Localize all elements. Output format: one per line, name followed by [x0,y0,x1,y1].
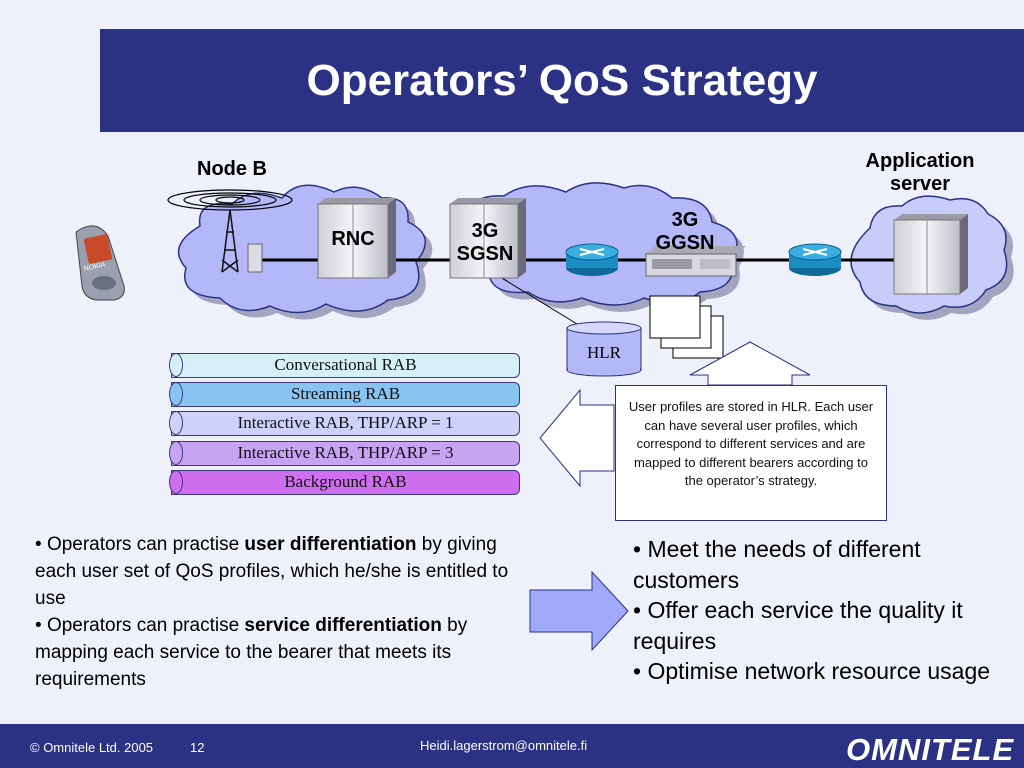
result-arrow [529,570,629,652]
bullet-text: Meet the needs of different customers [633,536,921,593]
rab-bar-interactive-3: Interactive RAB, THP/ARP = 3 [169,441,520,466]
rab-label: Interactive RAB, THP/ARP = 1 [237,413,454,432]
phone-brand-label: NOKIA [83,261,106,272]
hlr-label: HLR [587,343,621,362]
page-title: Operators’ QoS Strategy [306,56,818,105]
sgsn-label-line2: SGSN [456,243,514,265]
bullet-item: • Optimise network resource usage [633,658,991,684]
left-arrow [539,388,615,488]
rab-label: Background RAB [284,472,407,491]
omnitele-logo: OMNITELE [846,732,1015,767]
footer-copyright: © Omnitele Ltd. 2005 [30,740,154,755]
sgsn-label-line1: 3G [471,220,499,242]
rab-label: Conversational RAB [274,355,417,374]
rnc-label: RNC [331,228,375,250]
bullet-text: Offer each service the quality it requir… [633,597,963,654]
rab-bar-interactive-1: Interactive RAB, THP/ARP = 1 [169,411,520,436]
rab-bar-streaming: Streaming RAB [169,382,520,407]
rab-bar-background: Background RAB [169,470,520,495]
sgsn-server-icon [449,198,526,279]
bullet-item: • Offer each service the quality it requ… [633,597,963,654]
bullet-item: • Meet the needs of different customers [633,536,921,593]
ggsn-device-icon [645,246,746,277]
sgsn-label: 3G SGSN [445,220,525,266]
footer-email: Heidi.lagerstrom@omnitele.fi [420,738,588,753]
application-server-label: Application server [865,150,975,195]
ggsn-label-line2: GGSN [655,232,715,254]
bullet-service-differentiation: • Operators can practise service differe… [35,615,468,690]
right-bullet-list: • Meet the needs of different customers … [633,534,1003,687]
network-diagram: NOKIA [75,182,1014,488]
radio-waves-icon [167,189,293,211]
hlr-database-icon [566,321,642,377]
user-profiles-icon [649,295,724,359]
left-bullet-list: • Operators can practise user differenti… [35,531,535,693]
bullet-text: Optimise network resource usage [647,658,991,684]
bullet-text: by giving each user set of QoS profiles,… [35,534,509,609]
title-bar [100,29,1024,132]
bullet-text: Operators can practise [46,534,245,555]
node-b-cabinet [247,243,263,273]
application-server-icon [893,214,968,295]
router-icon [565,243,619,276]
antenna-tower-icon [221,209,239,273]
bullet-text: Operators can practise [46,615,245,636]
rab-label: Interactive RAB, THP/ARP = 3 [237,443,454,462]
node-b-label: Node B [197,158,267,180]
bullet-bold: user differentiation [244,534,417,555]
footer-page-number: 12 [190,740,205,755]
ggsn-label: 3G GGSN [640,209,730,255]
right-arrow-icon [529,570,629,652]
bullet-bold: service differentiation [244,615,442,636]
rab-label: Streaming RAB [290,384,401,403]
mobile-phone-icon: NOKIA [75,225,125,301]
bullet-user-differentiation: • Operators can practise user differenti… [35,534,509,609]
bullet-text: by mapping each service to the bearer th… [35,615,468,690]
hlr-note-box: User profiles are stored in HLR. Each us… [615,385,887,521]
ggsn-label-line1: 3G [671,209,699,231]
rab-bar-conversational: Conversational RAB [169,353,520,378]
rnc-server-icon [317,198,396,279]
footer-bar [0,724,1024,768]
up-arrow [689,341,811,386]
router-icon [788,243,842,276]
